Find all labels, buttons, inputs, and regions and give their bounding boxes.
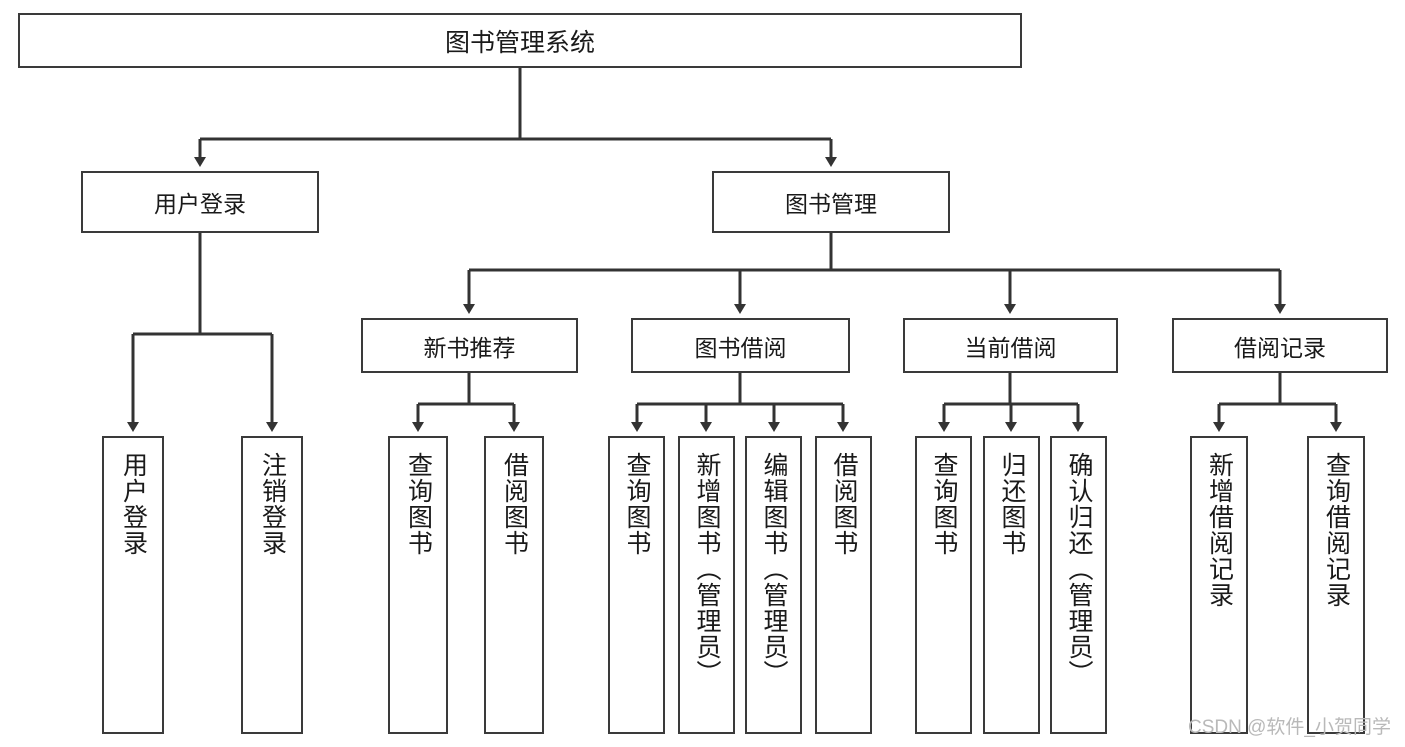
node-leaf-return-book-label: 归还图书 <box>998 452 1026 556</box>
node-leaf-edit-book-label: 编辑图书（管理员） <box>760 452 788 686</box>
node-user-login[interactable]: 用户登录 <box>81 171 319 233</box>
node-leaf-add-book-label: 新增图书（管理员） <box>693 452 721 686</box>
node-leaf-query-book-1[interactable]: 查询图书 <box>388 436 448 734</box>
node-leaf-query-book-1-label: 查询图书 <box>404 452 433 556</box>
node-root-label: 图书管理系统 <box>444 28 595 57</box>
node-leaf-edit-book[interactable]: 编辑图书（管理员） <box>745 436 802 734</box>
node-leaf-query-book-3[interactable]: 查询图书 <box>915 436 972 734</box>
node-leaf-query-book-2-label: 查询图书 <box>623 452 651 556</box>
node-leaf-add-book[interactable]: 新增图书（管理员） <box>678 436 735 734</box>
node-new-book-rec[interactable]: 新书推荐 <box>361 318 578 373</box>
node-leaf-borrow-book-1-label: 借阅图书 <box>500 452 529 556</box>
node-leaf-query-book-3-label: 查询图书 <box>930 452 958 556</box>
node-leaf-confirm-return-label: 确认归还（管理员） <box>1065 452 1093 686</box>
node-leaf-logout-label: 注销登录 <box>258 452 287 556</box>
node-user-login-label: 用户登录 <box>154 191 246 217</box>
csdn-watermark: CSDN @软件_小贺同学 <box>1188 717 1391 738</box>
node-leaf-confirm-return[interactable]: 确认归还（管理员） <box>1050 436 1107 734</box>
node-leaf-borrow-book-2[interactable]: 借阅图书 <box>815 436 872 734</box>
node-new-book-rec-label: 新书推荐 <box>423 334 516 361</box>
node-leaf-logout[interactable]: 注销登录 <box>241 436 303 734</box>
node-book-manage[interactable]: 图书管理 <box>712 171 950 233</box>
node-leaf-query-record[interactable]: 查询借阅记录 <box>1307 436 1365 734</box>
node-current-borrow-label: 当前借阅 <box>964 334 1057 361</box>
node-leaf-user-login-label: 用户登录 <box>119 452 148 556</box>
node-book-borrow[interactable]: 图书借阅 <box>631 318 850 373</box>
node-book-borrow-label: 图书借阅 <box>694 334 787 361</box>
node-book-manage-label: 图书管理 <box>785 191 877 217</box>
node-leaf-borrow-book-1[interactable]: 借阅图书 <box>484 436 544 734</box>
node-borrow-record-label: 借阅记录 <box>1234 334 1326 361</box>
node-root[interactable]: 图书管理系统 <box>18 13 1022 68</box>
node-leaf-add-record[interactable]: 新增借阅记录 <box>1190 436 1248 734</box>
node-leaf-return-book[interactable]: 归还图书 <box>983 436 1040 734</box>
node-leaf-add-record-label: 新增借阅记录 <box>1205 452 1234 608</box>
node-borrow-record[interactable]: 借阅记录 <box>1172 318 1388 373</box>
node-leaf-borrow-book-2-label: 借阅图书 <box>830 452 858 556</box>
node-leaf-query-book-2[interactable]: 查询图书 <box>608 436 665 734</box>
node-leaf-user-login[interactable]: 用户登录 <box>102 436 164 734</box>
node-current-borrow[interactable]: 当前借阅 <box>903 318 1118 373</box>
node-leaf-query-record-label: 查询借阅记录 <box>1322 452 1351 608</box>
